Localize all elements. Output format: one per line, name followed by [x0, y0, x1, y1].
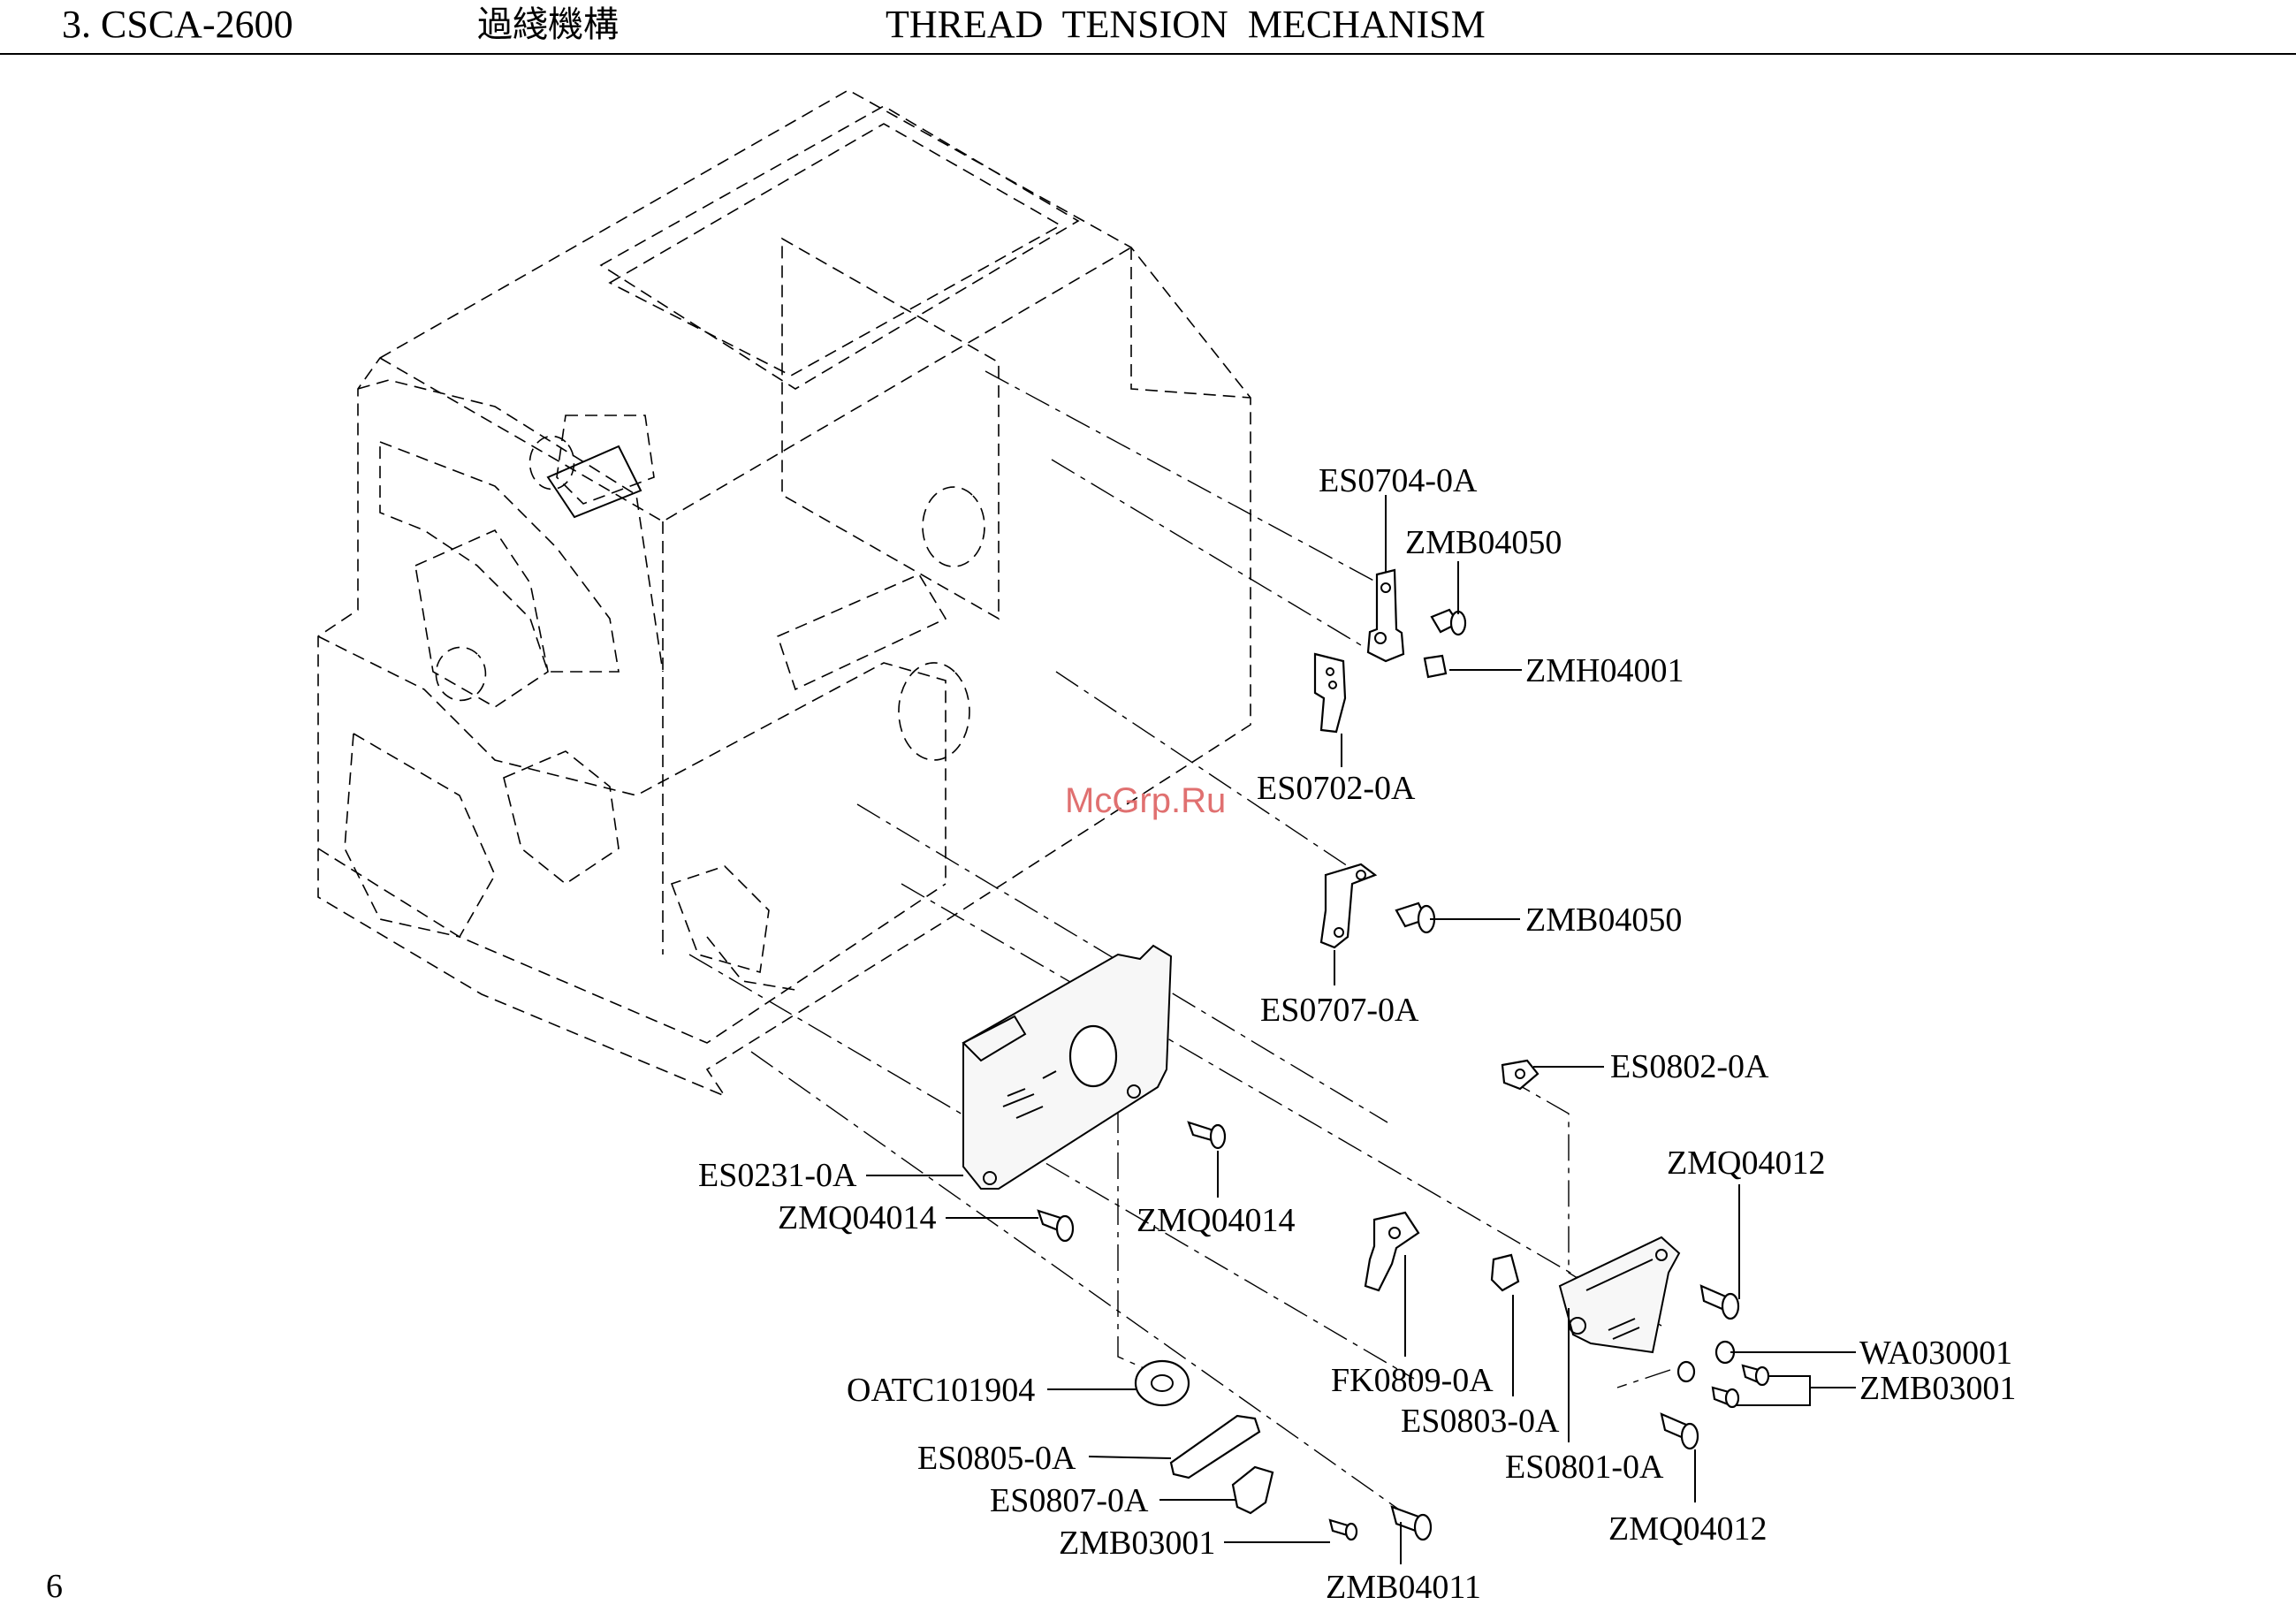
machine-frame-outline — [318, 90, 1251, 1096]
part-wa030001-washer — [1678, 1342, 1734, 1381]
label-es0801: ES0801-0A — [1505, 1449, 1664, 1486]
label-es0231: ES0231-0A — [698, 1157, 857, 1194]
part-es0231-cover — [963, 946, 1171, 1189]
label-es0707: ES0707-0A — [1260, 992, 1419, 1029]
part-zmh04001-setscrew — [1425, 656, 1446, 677]
label-oatc101904: OATC101904 — [847, 1372, 1035, 1409]
part-oatc101904-washer — [1136, 1361, 1189, 1405]
watermark: McGrp.Ru — [1065, 780, 1226, 822]
part-es0803-clip — [1492, 1255, 1518, 1290]
part-zmb04050-screw-b — [1396, 903, 1434, 932]
part-zmb04011-screw — [1392, 1507, 1431, 1540]
label-zmq04012-b: ZMQ04012 — [1608, 1510, 1767, 1548]
part-zmb03001-screws — [1713, 1365, 1768, 1407]
label-es0803: ES0803-0A — [1401, 1403, 1560, 1440]
label-zmh04001: ZMH04001 — [1525, 652, 1684, 689]
part-zmb03001-screw-b — [1330, 1520, 1357, 1540]
label-zmb04050-a: ZMB04050 — [1405, 524, 1562, 561]
label-zmb03001-b: ZMB03001 — [1059, 1525, 1215, 1562]
part-es0802-clip — [1502, 1061, 1538, 1089]
label-zmq04012-a: ZMQ04012 — [1667, 1145, 1825, 1182]
label-es0702: ES0702-0A — [1257, 770, 1416, 807]
label-es0805: ES0805-0A — [917, 1440, 1076, 1477]
page-number: 6 — [46, 1569, 63, 1604]
label-wa030001: WA030001 — [1859, 1335, 2012, 1372]
part-zmq04012-screw-b — [1661, 1414, 1698, 1449]
label-zmb04011: ZMB04011 — [1326, 1569, 1481, 1604]
part-es0807-clip — [1233, 1467, 1273, 1513]
label-es0704: ES0704-0A — [1319, 462, 1478, 499]
label-zmq04014-a: ZMQ04014 — [778, 1199, 936, 1236]
part-zmb04050-screw-a — [1432, 610, 1465, 635]
part-es0805-lever — [1171, 1416, 1259, 1478]
part-es0702-guide — [1315, 654, 1345, 732]
part-es0704-bracket — [1368, 570, 1403, 661]
label-es0802: ES0802-0A — [1610, 1048, 1769, 1085]
part-es0801-base — [1560, 1237, 1679, 1352]
label-zmq04014-b: ZMQ04014 — [1137, 1202, 1295, 1239]
label-es0807: ES0807-0A — [990, 1482, 1149, 1519]
part-es0707-plate — [1321, 864, 1375, 947]
part-zmq04014-screw-a — [1038, 1211, 1073, 1241]
label-zmb03001-a: ZMB03001 — [1859, 1370, 2016, 1407]
part-zmq04012-screw-a — [1701, 1286, 1738, 1319]
part-fk0809-bracket — [1365, 1213, 1418, 1290]
label-zmb04050-b: ZMB04050 — [1525, 901, 1682, 939]
part-zmq04014-screw-b — [1189, 1122, 1225, 1148]
label-fk0809: FK0809-0A — [1331, 1362, 1494, 1399]
